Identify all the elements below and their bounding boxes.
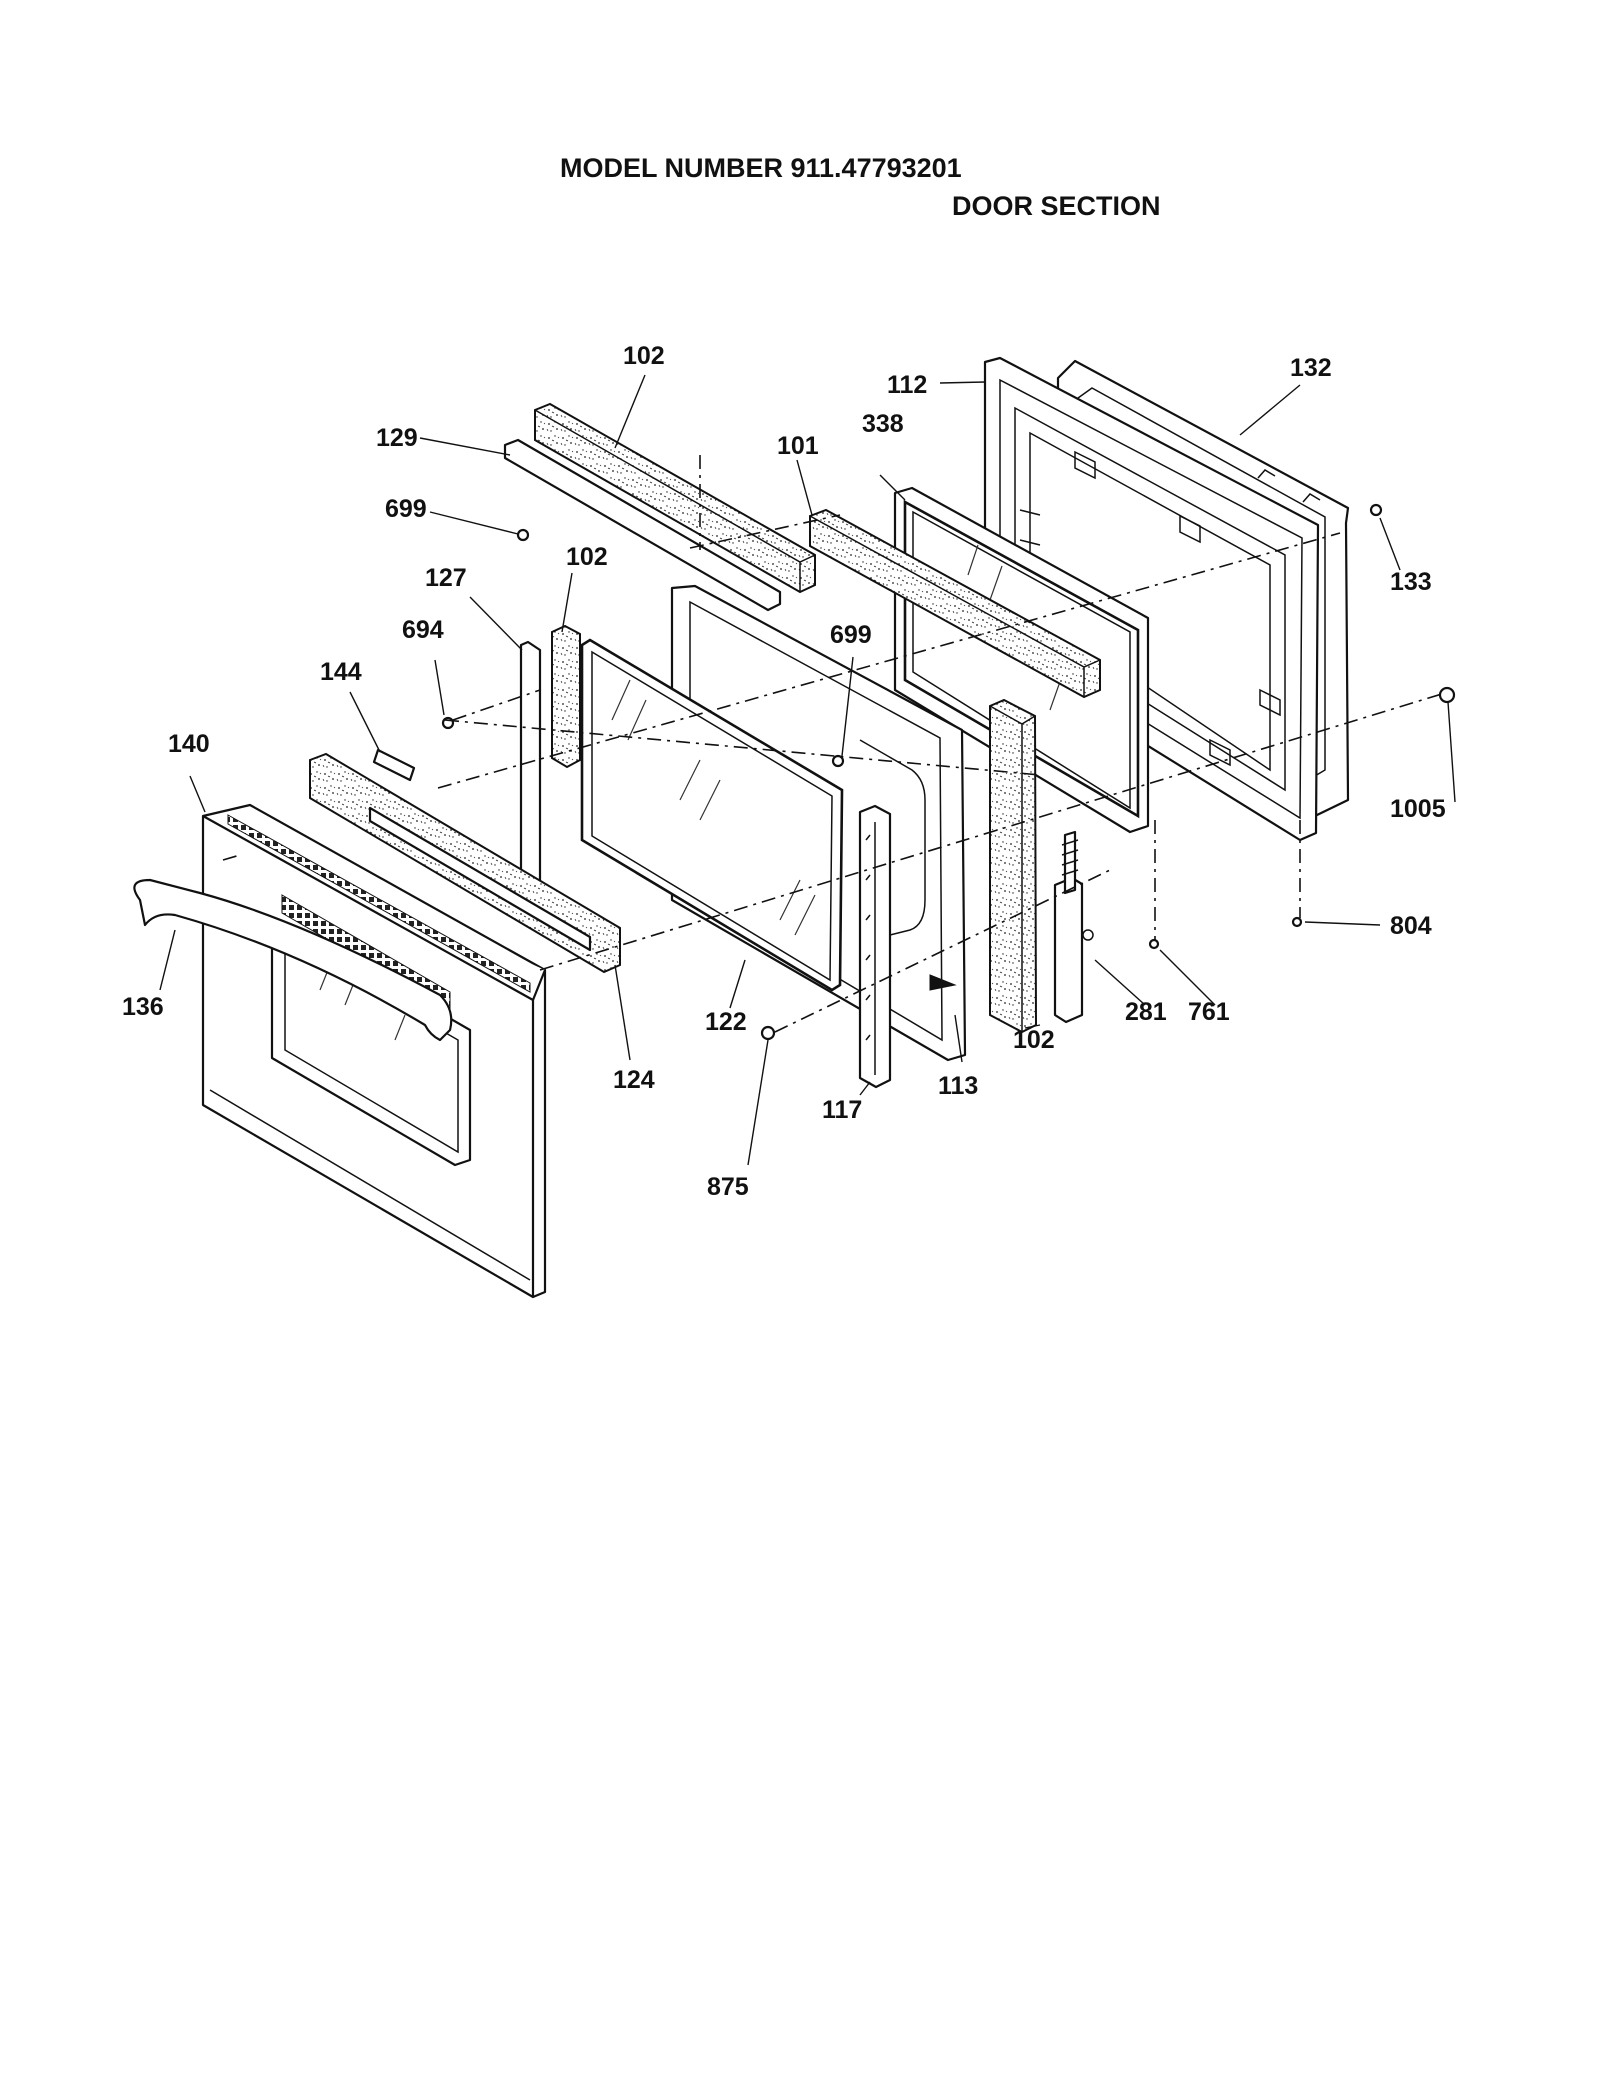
- callout-117: 117: [822, 1096, 862, 1124]
- callout-labels: 102 112 132 129 101 338 699 133 127 102 …: [122, 342, 1446, 1201]
- model-number-title: MODEL NUMBER 911.47793201: [560, 153, 962, 183]
- callout-122: 122: [705, 1008, 747, 1036]
- left-bracket-part: [519, 640, 542, 897]
- leader-lines: [159, 374, 1456, 1166]
- callout-124: 124: [613, 1066, 655, 1094]
- callout-132: 132: [1290, 354, 1332, 382]
- upper-insulation-part: [534, 402, 816, 594]
- callout-761: 761: [1188, 998, 1230, 1026]
- callout-1005: 1005: [1390, 795, 1446, 823]
- callout-875: 875: [707, 1173, 749, 1201]
- hinge-part: [1053, 830, 1094, 1024]
- callout-112: 112: [887, 371, 927, 399]
- callout-136: 136: [122, 993, 164, 1021]
- right-insulation-part: [989, 698, 1038, 1034]
- callout-101: 101: [777, 432, 819, 460]
- screws-part: [441, 503, 1456, 1041]
- callout-144: 144: [320, 658, 362, 686]
- callout-281: 281: [1125, 998, 1167, 1026]
- side-channel-part: [858, 804, 892, 1089]
- vent-panel-part: [309, 752, 621, 974]
- door-handle-part: [133, 878, 453, 1042]
- alignment-lines: [222, 455, 1446, 1033]
- callout-113: 113: [938, 1072, 978, 1100]
- section-title: DOOR SECTION: [952, 191, 1161, 221]
- callout-127: 127: [425, 564, 467, 592]
- callout-699-upper: 699: [385, 495, 427, 523]
- outer-door-panel-part: [201, 803, 547, 1299]
- callout-102-top: 102: [623, 342, 665, 370]
- callout-804: 804: [1390, 912, 1432, 940]
- callout-133: 133: [1390, 568, 1432, 596]
- clip-part: [372, 748, 416, 782]
- top-insulation-strip-part: [809, 508, 1101, 699]
- callout-338: 338: [862, 410, 904, 438]
- callout-102-right: 102: [1013, 1026, 1055, 1054]
- top-trim-part: [503, 438, 782, 612]
- left-insulation-part: [551, 624, 581, 769]
- callout-694: 694: [402, 616, 444, 644]
- callout-102-left: 102: [566, 543, 608, 571]
- callout-140: 140: [168, 730, 210, 758]
- glass-panel-part: [580, 638, 844, 992]
- callout-699-middle: 699: [830, 621, 872, 649]
- callout-129: 129: [376, 424, 418, 452]
